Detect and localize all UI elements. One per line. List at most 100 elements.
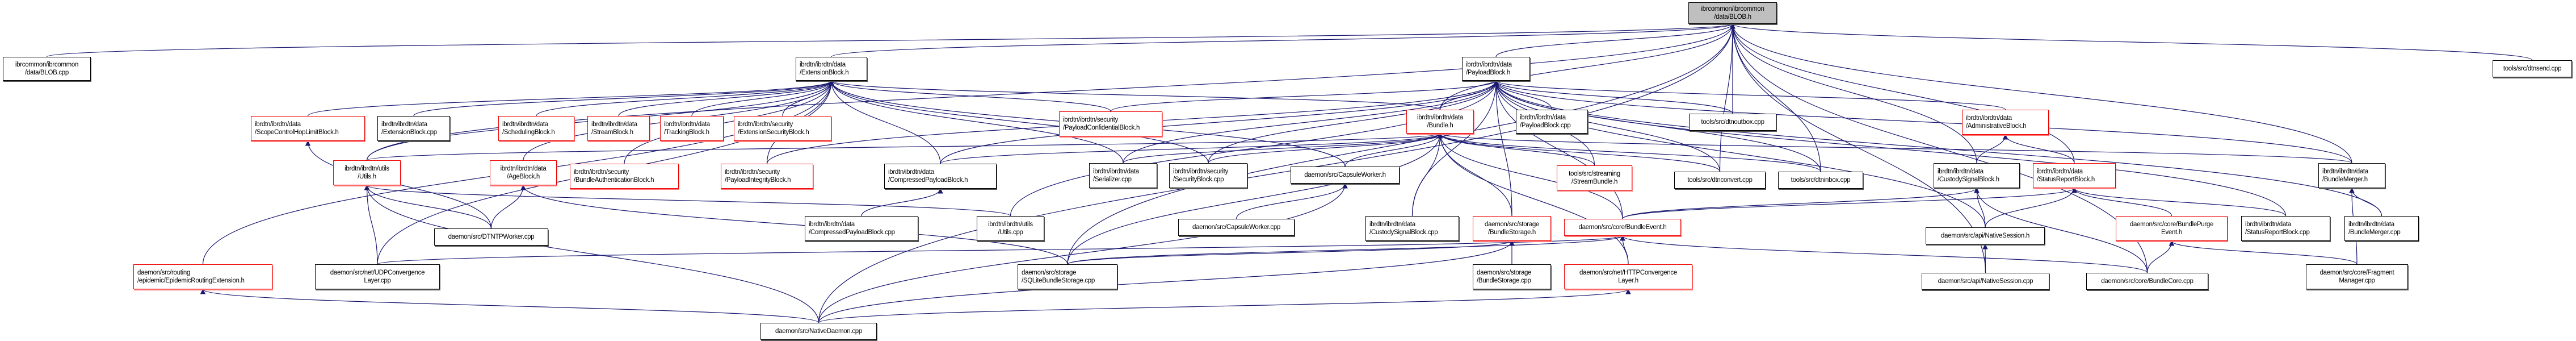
node-utils-cpp[interactable]: ibrdtn/ibrdtn/utils /Utils.cpp bbox=[977, 216, 1044, 241]
edge-status_h-to-admin bbox=[2002, 134, 2075, 164]
edge-payload_h-to-blob_h bbox=[1495, 23, 1735, 57]
edge-merger_cpp-to-payload_h bbox=[1493, 80, 2382, 217]
edge-core_cpp-to-event_h bbox=[1620, 235, 2148, 273]
node-capsule-worker-cpp[interactable]: daemon/src/CapsuleWorker.cpp bbox=[1178, 219, 1295, 236]
node-scheduling-block-h[interactable]: ibrdtn/ibrdtn/data /SchedulingBlock.h bbox=[498, 116, 574, 141]
node-payload-block-h[interactable]: ibrdtn/ibrdtn/data /PayloadBlock.h bbox=[1462, 57, 1530, 81]
edge-merger_cpp-to-merger_h bbox=[2349, 188, 2382, 217]
edge-dtnoutbox-to-payload_h bbox=[1493, 80, 1733, 114]
edge-utils_cpp-to-payload_h bbox=[1010, 80, 1499, 217]
node-dtnsend-cpp[interactable]: tools/src/dtnsend.cpp bbox=[2493, 60, 2572, 77]
node-dtninbox-cpp[interactable]: tools/src/dtninbox.cpp bbox=[1778, 172, 1863, 189]
edge-sched-to-ext_h bbox=[536, 80, 834, 117]
edge-bundle_h-to-blob_h bbox=[1439, 23, 1735, 110]
node-native-daemon-cpp[interactable]: daemon/src/NativeDaemon.cpp bbox=[760, 323, 877, 340]
node-status-report-block-h[interactable]: ibrdtn/ibrdtn/data /StatusReportBlock.h bbox=[2033, 163, 2116, 188]
node-status-report-block-cpp[interactable]: ibrdtn/ibrdtn/data /StatusReportBlock.cp… bbox=[2241, 216, 2330, 241]
node-bundle-authentication-block-h[interactable]: ibrdtn/ibrdtn/security /BundleAuthentica… bbox=[570, 164, 679, 189]
node-dtntp-worker-cpp[interactable]: daemon/src/DTNTPWorker.cpp bbox=[434, 228, 548, 246]
node-bundle-h[interactable]: ibrdtn/ibrdtn/data /Bundle.h bbox=[1406, 110, 1474, 134]
edge-custody_h-to-admin bbox=[1976, 134, 2008, 164]
edge-udp-to-utils_h bbox=[364, 185, 378, 265]
node-payload-confidential-block-h[interactable]: ibrdtn/ibrdtn/security /PayloadConfident… bbox=[1059, 111, 1162, 136]
edge-natsess_h-to-custody_h bbox=[1974, 188, 1986, 228]
node-blob-h[interactable]: ibrcommon/ibrcommon /data/BLOB.h bbox=[1688, 2, 1777, 24]
node-extension-security-block-h[interactable]: ibrdtn/ibrdtn/security /ExtensionSecurit… bbox=[734, 116, 831, 141]
node-bundle-storage-h[interactable]: daemon/src/storage /BundleStorage.h bbox=[1473, 216, 1551, 241]
node-epidemic-routing-extension-h[interactable]: daemon/src/routing /epidemic/EpidemicRou… bbox=[133, 264, 272, 289]
node-bundle-merger-cpp[interactable]: ibrdtn/ibrdtn/data /BundleMerger.cpp bbox=[2344, 216, 2419, 241]
edge-secblock-to-bundle_h bbox=[1208, 133, 1443, 164]
node-payload-integrity-block-h[interactable]: ibrdtn/ibrdtn/security /PayloadIntegrity… bbox=[721, 164, 813, 189]
edge-natdaemon-to-capsule_h bbox=[818, 183, 1348, 323]
edge-sqlite-to-event_h bbox=[1067, 235, 1625, 265]
node-native-session-h[interactable]: daemon/src/api/NativeSession.h bbox=[1926, 227, 2045, 244]
edge-sqlite-to-bundle_h bbox=[1067, 133, 1443, 265]
node-scope-control-hop-limit-block-h[interactable]: ibrdtn/ibrdtn/data /ScopeControlHopLimit… bbox=[251, 116, 365, 141]
node-custody-signal-block-cpp[interactable]: ibrdtn/ibrdtn/data /CustodySignalBlock.c… bbox=[1365, 216, 1459, 241]
edge-comp_cpp-to-comp_h bbox=[861, 188, 943, 217]
edge-core_cpp-to-custody_h bbox=[1974, 188, 2148, 273]
node-payload-block-cpp[interactable]: ibrdtn/ibrdtn/data /PayloadBlock.cpp bbox=[1516, 110, 1588, 134]
edge-capsule_cpp-to-capsule_h bbox=[1236, 183, 1348, 219]
node-sqlite-bundle-storage-cpp[interactable]: daemon/src/storage /SQLiteBundleStorage.… bbox=[1018, 264, 1117, 289]
node-stream-bundle-h[interactable]: tools/src/streaming /StreamBundle.h bbox=[1557, 165, 1632, 190]
node-bundle-event-h[interactable]: daemon/src/core/BundleEvent.h bbox=[1564, 219, 1681, 236]
node-udp-convergence-layer-cpp[interactable]: daemon/src/net/UDPConvergence Layer.cpp bbox=[315, 264, 440, 289]
node-administrative-block-h[interactable]: ibrdtn/ibrdtn/data /AdministrativeBlock.… bbox=[1962, 110, 2049, 135]
node-dtnconvert-cpp[interactable]: tools/src/dtnconvert.cpp bbox=[1674, 172, 1766, 189]
edge-custody_cpp-to-bundle_h bbox=[1411, 133, 1443, 217]
node-security-block-cpp[interactable]: ibrdtn/ibrdtn/security /SecurityBlock.cp… bbox=[1169, 163, 1247, 188]
node-custody-signal-block-h[interactable]: ibrdtn/ibrdtn/data /CustodySignalBlock.h bbox=[1934, 163, 2020, 188]
edge-dtnsend-to-blob_h bbox=[1730, 23, 2533, 61]
edge-secblock-to-payload_h bbox=[1208, 80, 1499, 164]
edge-merger_h-to-bundle_h bbox=[1438, 133, 2352, 164]
node-bundle-storage-cpp[interactable]: daemon/src/storage /BundleStorage.cpp bbox=[1473, 264, 1551, 289]
node-bundle-core-cpp[interactable]: daemon/src/core/BundleCore.cpp bbox=[2086, 273, 2208, 290]
edge-comp_h-to-bundle_h bbox=[940, 133, 1443, 164]
node-tracking-block-h[interactable]: ibrdtn/ibrdtn/data /TrackingBlock.h bbox=[660, 116, 724, 141]
edge-payconf-to-ext_h bbox=[829, 80, 1111, 112]
edge-ext_h-to-blob_h bbox=[831, 23, 1735, 57]
node-extension-block-h[interactable]: ibrdtn/ibrdtn/data /ExtensionBlock.h bbox=[796, 57, 867, 81]
edge-natdaemon-to-http bbox=[818, 289, 1631, 323]
node-blob-cpp[interactable]: ibrcommon/ibrcommon /data/BLOB.cpp bbox=[3, 57, 91, 81]
edge-scope-to-ext_h bbox=[307, 80, 834, 117]
node-native-session-cpp[interactable]: daemon/src/api/NativeSession.cpp bbox=[1922, 273, 2049, 290]
edge-secblock-to-ext_h bbox=[829, 80, 1209, 164]
node-fragment-manager-cpp[interactable]: daemon/src/core/Fragment Manager.cpp bbox=[2306, 264, 2408, 289]
node-utils-h[interactable]: ibrdtn/ibrdtn/utils /Utils.h bbox=[333, 160, 401, 185]
edge-event_h-to-bundle_h bbox=[1437, 133, 1623, 219]
edge-natdaemon-to-utils_h bbox=[364, 185, 820, 323]
edge-serial-to-bundle_h bbox=[1123, 133, 1443, 164]
edge-natdaemon-to-epidemic bbox=[200, 289, 820, 323]
edge-admin-to-payload_h bbox=[1493, 80, 2006, 110]
node-dtnoutbox-cpp[interactable]: tools/src/dtnoutbox.cpp bbox=[1689, 114, 1776, 131]
edge-comp_h-to-ext_h bbox=[829, 80, 941, 164]
node-capsule-worker-h[interactable]: daemon/src/CapsuleWorker.h bbox=[1291, 167, 1400, 184]
node-compressed-payload-block-h[interactable]: ibrdtn/ibrdtn/data /CompressedPayloadBlo… bbox=[884, 164, 997, 189]
node-age-block-h[interactable]: ibrdtn/ibrdtn/data /AgeBlock.h bbox=[490, 160, 557, 185]
edge-blob_cpp-to-blob_h bbox=[46, 23, 1735, 57]
edge-event_h-to-status_h bbox=[1622, 188, 2077, 219]
node-stream-block-h[interactable]: ibrdtn/ibrdtn/data /StreamBlock.h bbox=[587, 116, 650, 141]
node-extension-block-cpp[interactable]: ibrdtn/ibrdtn/data /ExtensionBlock.cpp bbox=[377, 116, 450, 141]
edge-dtntp-to-utils_h bbox=[364, 185, 492, 229]
edge-bab-to-ext_h bbox=[624, 80, 834, 164]
node-http-convergence-layer-h[interactable]: daemon/src/net/HTTPConvergence Layer.h bbox=[1564, 264, 1692, 289]
edge-streambundle-to-bundle_h bbox=[1437, 133, 1595, 166]
edge-core_cpp-to-purge bbox=[2146, 240, 2175, 273]
node-compressed-payload-block-cpp[interactable]: ibrdtn/ibrdtn/data /CompressedPayloadBlo… bbox=[805, 216, 918, 241]
edge-http-to-bundle_h bbox=[1437, 133, 1629, 265]
node-bundle-purge-event-h[interactable]: daemon/src/core/BundlePurge Event.h bbox=[2116, 216, 2228, 241]
edge-natsess_h-to-status_h bbox=[1985, 188, 2077, 228]
edge-bundle_h-to-ext_h bbox=[829, 80, 1441, 110]
edge-capsule_h-to-bundle_h bbox=[1344, 133, 1443, 167]
edge-merger_h-to-blob_h bbox=[1730, 23, 2352, 164]
edge-utils_h-to-blob_h bbox=[366, 23, 1735, 161]
node-serializer-cpp[interactable]: ibrdtn/ibrdtn/data /Serializer.cpp bbox=[1089, 163, 1157, 188]
edge-natdaemon-to-blob_h bbox=[818, 23, 1735, 323]
node-bundle-merger-h[interactable]: ibrdtn/ibrdtn/data /BundleMerger.h bbox=[2318, 163, 2385, 188]
edge-event_h-to-payload_h bbox=[1493, 80, 1623, 219]
